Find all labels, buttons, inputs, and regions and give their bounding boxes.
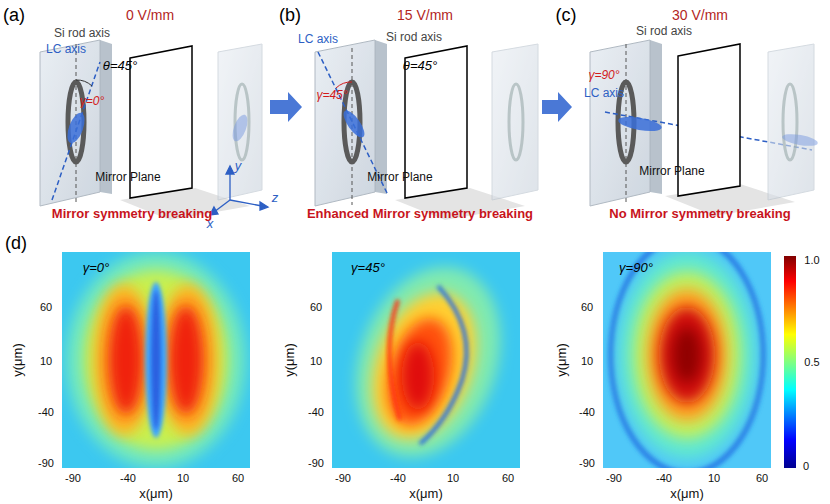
label: γ=0° [80, 95, 104, 108]
tick-label: 0.5 [804, 356, 819, 368]
tick-label: -40 [390, 472, 406, 484]
label: 15 V/mm [397, 8, 453, 23]
label: Si rod axis [386, 31, 442, 44]
label: θ=45° [103, 59, 137, 73]
tick-label: 60 [40, 301, 52, 313]
label: x(μm) [139, 487, 172, 501]
tick-label: 10 [581, 355, 593, 367]
tick-label: 60 [232, 472, 244, 484]
label: x(μm) [409, 487, 442, 501]
tick-label: 10 [40, 355, 52, 367]
tick-label: 0 [803, 460, 809, 472]
tick-label: -90 [65, 472, 81, 484]
tick-label: 10 [177, 472, 189, 484]
tick-label: 60 [502, 472, 514, 484]
panel-label: (d) [5, 234, 27, 254]
tick-label: -40 [579, 406, 595, 418]
label: LC axis [584, 87, 624, 100]
tick-label: 10 [310, 355, 322, 367]
tick-label: -90 [606, 472, 622, 484]
label: γ=45° [316, 89, 347, 102]
label: y(μm) [555, 343, 569, 376]
tick-label: -90 [308, 457, 324, 469]
panel-label: (c) [556, 6, 577, 26]
colorbar [784, 256, 796, 468]
label: Mirror Plane [95, 171, 160, 184]
tick-label: -40 [120, 472, 136, 484]
label: y(μm) [283, 343, 297, 376]
label: Mirror Plane [367, 171, 432, 184]
tick-label: -90 [335, 472, 351, 484]
label: Mirror symmetry breaking [52, 207, 212, 221]
label: γ=90° [619, 261, 653, 275]
tick-label: -90 [38, 457, 54, 469]
tick-label: 10 [708, 472, 720, 484]
label: Mirror Plane [639, 165, 704, 178]
label: x(μm) [670, 487, 703, 501]
tick-label: -40 [308, 406, 324, 418]
panel-label: (b) [279, 6, 301, 26]
panel-label: (a) [3, 6, 25, 26]
panel-a-illustration [40, 40, 302, 220]
label: x [207, 217, 214, 231]
tick-label: -40 [38, 406, 54, 418]
label: Si rod axis [636, 25, 692, 38]
tick-label: 10 [447, 472, 459, 484]
tick-label: 60 [310, 301, 322, 313]
label: γ=0° [83, 261, 110, 275]
label: y(μm) [11, 343, 25, 376]
label: No Mirror symmetry breaking [609, 207, 790, 221]
panel-b-illustration [315, 40, 572, 220]
label: Si rod axis [54, 27, 110, 40]
tick-label: 60 [756, 472, 768, 484]
label: z [272, 191, 279, 205]
label: γ=45° [351, 261, 385, 275]
panel-c-illustration [590, 40, 819, 216]
tick-label: 60 [581, 301, 593, 313]
heatmap [62, 252, 250, 468]
heatmap [603, 252, 771, 468]
tick-label: 1.0 [804, 254, 819, 266]
label: γ=90° [588, 69, 619, 82]
label: 0 V/mm [126, 8, 174, 23]
label: 30 V/mm [672, 8, 728, 23]
label: y [235, 159, 242, 173]
label: θ=45° [403, 59, 437, 73]
label: LC axis [298, 33, 338, 46]
heatmap [332, 252, 520, 468]
tick-label: -90 [579, 457, 595, 469]
label: LC axis [46, 43, 86, 56]
label: Enhanced Mirror symmetry breaking [307, 207, 533, 221]
tick-label: -40 [656, 472, 672, 484]
